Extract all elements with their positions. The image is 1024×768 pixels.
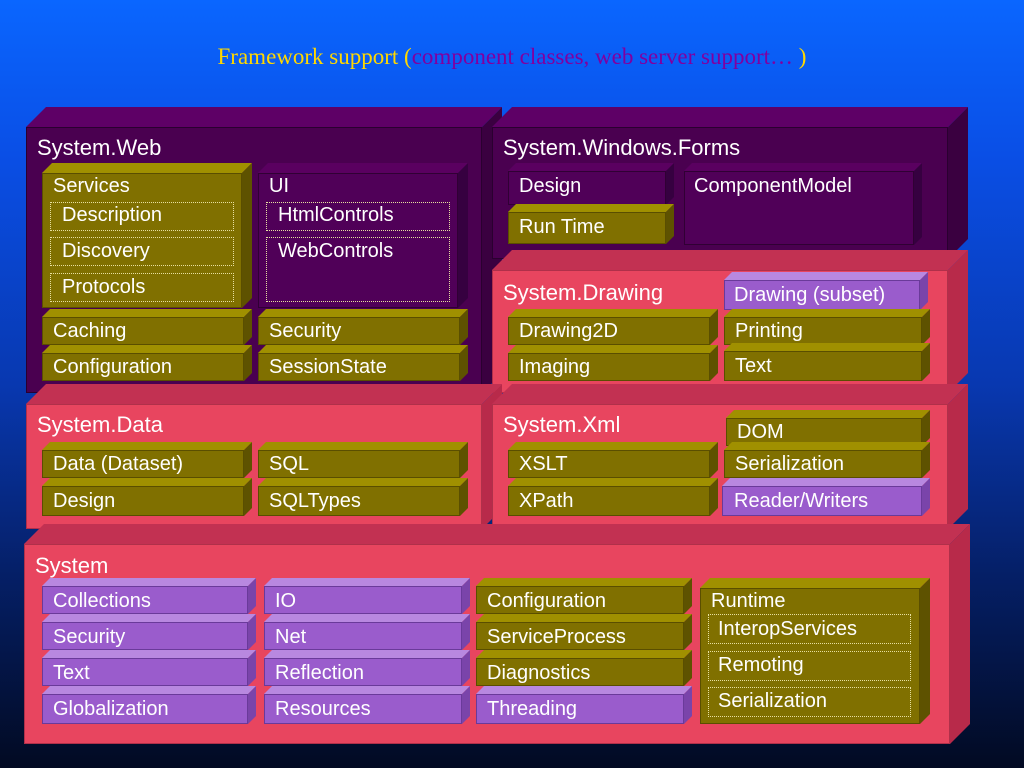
system-xml-title: System.Xml bbox=[503, 412, 621, 437]
dataset-box[interactable] bbox=[42, 442, 252, 478]
system-title: System bbox=[35, 553, 109, 578]
runtime-box[interactable] bbox=[508, 204, 674, 244]
componentmodel-box[interactable] bbox=[684, 163, 922, 245]
webcontrols-box[interactable] bbox=[266, 237, 450, 302]
interopservices-box[interactable] bbox=[708, 614, 911, 644]
system-windows-forms-title: System.Windows.Forms bbox=[503, 135, 741, 160]
net-label: Net bbox=[275, 626, 307, 648]
sys-runtime-label: Runtime bbox=[711, 590, 786, 612]
wf-design-label: Design bbox=[519, 175, 582, 197]
sys-configuration-box[interactable] bbox=[476, 578, 692, 614]
drawing-text-box[interactable] bbox=[724, 343, 930, 381]
collections-box[interactable] bbox=[42, 578, 256, 614]
reflection-label: Reflection bbox=[275, 662, 364, 684]
ui-label: UI bbox=[269, 175, 289, 197]
ui-box[interactable] bbox=[258, 163, 468, 308]
imaging-box[interactable] bbox=[508, 345, 718, 381]
protocols-label: Protocols bbox=[62, 276, 146, 298]
sessionstate-label: SessionState bbox=[269, 356, 387, 378]
web-configuration-label: Configuration bbox=[53, 356, 172, 378]
runtime-label: Run Time bbox=[519, 216, 605, 238]
diagnostics-box[interactable] bbox=[476, 650, 692, 686]
web-security-label: Security bbox=[269, 320, 342, 342]
sys-serialization-box[interactable] bbox=[708, 687, 911, 717]
system-drawing-title: System.Drawing bbox=[503, 280, 664, 305]
runtime-group-box[interactable] bbox=[700, 578, 930, 724]
dom-label: DOM bbox=[737, 421, 784, 443]
xml-serialization-box[interactable] bbox=[724, 442, 930, 478]
web-configuration-box[interactable] bbox=[42, 345, 252, 381]
remoting-label: Remoting bbox=[718, 654, 804, 676]
serviceprocess-box[interactable] bbox=[476, 614, 692, 650]
resources-label: Resources bbox=[275, 698, 371, 720]
system-web-title: System.Web bbox=[37, 135, 162, 160]
services-label: Services bbox=[53, 175, 130, 197]
description-label: Description bbox=[62, 204, 163, 226]
system-data-title: System.Data bbox=[37, 412, 163, 437]
discovery-box[interactable] bbox=[50, 237, 234, 266]
discovery-label: Discovery bbox=[62, 240, 150, 262]
services-box[interactable] bbox=[42, 163, 252, 308]
reflection-box[interactable] bbox=[264, 650, 470, 686]
drawing2d-label: Drawing2D bbox=[519, 320, 618, 342]
diagnostics-label: Diagnostics bbox=[487, 662, 591, 684]
imaging-label: Imaging bbox=[519, 356, 591, 378]
sql-label: SQL bbox=[269, 453, 310, 475]
sys-text-label: Text bbox=[53, 662, 90, 684]
sys-security-label: Security bbox=[53, 626, 126, 648]
xslt-box[interactable] bbox=[508, 442, 718, 478]
sys-configuration-label: Configuration bbox=[487, 590, 606, 612]
data-design-label: Design bbox=[53, 490, 116, 512]
xpath-label: XPath bbox=[519, 490, 574, 512]
data-design-box[interactable] bbox=[42, 478, 252, 516]
io-box[interactable] bbox=[264, 578, 470, 614]
drawing-text-label: Text bbox=[735, 355, 772, 377]
componentmodel-label: ComponentModel bbox=[694, 175, 852, 197]
caching-box[interactable] bbox=[42, 309, 252, 345]
net-box[interactable] bbox=[264, 614, 470, 650]
web-security-box[interactable] bbox=[258, 309, 468, 345]
readerwriters-label: Reader/Writers bbox=[734, 490, 869, 512]
interopservices-label: InteropServices bbox=[718, 618, 857, 640]
sqltypes-label: SQLTypes bbox=[269, 490, 361, 512]
xml-serialization-label: Serialization bbox=[735, 453, 844, 475]
htmlcontrols-label: HtmlControls bbox=[278, 204, 394, 226]
sqltypes-box[interactable] bbox=[258, 478, 468, 516]
title-subtitle: component classes, web server support… bbox=[411, 44, 799, 69]
sys-text-box[interactable] bbox=[42, 650, 256, 686]
io-label: IO bbox=[275, 590, 297, 612]
drawing2d-box[interactable] bbox=[508, 309, 718, 345]
xslt-label: XSLT bbox=[519, 453, 568, 475]
readerwriters-box[interactable] bbox=[722, 478, 930, 516]
protocols-box[interactable] bbox=[50, 273, 234, 302]
threading-box[interactable] bbox=[476, 686, 692, 724]
threading-label: Threading bbox=[487, 698, 578, 720]
drawing-subset-label: Drawing (subset) bbox=[734, 284, 886, 306]
dataset-label: Data (Dataset) bbox=[53, 453, 184, 475]
description-box[interactable] bbox=[50, 202, 234, 231]
caching-label: Caching bbox=[53, 320, 127, 342]
dom-box[interactable] bbox=[726, 410, 930, 446]
title-close-paren: ) bbox=[798, 44, 807, 69]
sys-security-box[interactable] bbox=[42, 614, 256, 650]
title-main: Framework support bbox=[217, 44, 405, 69]
collections-label: Collections bbox=[53, 590, 151, 612]
sys-serialization-label: Serialization bbox=[718, 690, 827, 712]
globalization-label: Globalization bbox=[53, 698, 169, 720]
serviceprocess-label: ServiceProcess bbox=[487, 626, 626, 648]
webcontrols-label: WebControls bbox=[278, 240, 394, 262]
xpath-box[interactable] bbox=[508, 478, 718, 516]
globalization-box[interactable] bbox=[42, 686, 256, 724]
slide-title: Framework support (component classes, we… bbox=[0, 44, 1024, 70]
sessionstate-box[interactable] bbox=[258, 345, 468, 381]
printing-box[interactable] bbox=[724, 309, 930, 345]
remoting-box[interactable] bbox=[708, 651, 911, 681]
title-open-paren: ( bbox=[404, 44, 412, 69]
sql-box[interactable] bbox=[258, 442, 468, 478]
printing-label: Printing bbox=[735, 320, 803, 342]
htmlcontrols-box[interactable] bbox=[266, 202, 450, 231]
resources-box[interactable] bbox=[264, 686, 470, 724]
